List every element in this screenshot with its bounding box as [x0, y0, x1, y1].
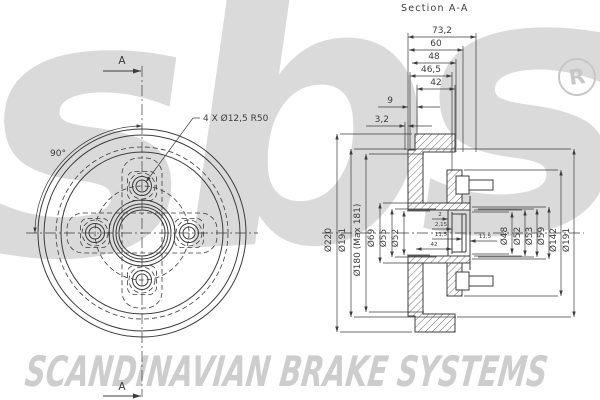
- dim-3-2: 3,2: [375, 115, 389, 125]
- dia-142: Ø142: [548, 228, 559, 252]
- section-marker-top-label: A: [118, 55, 126, 67]
- dia-191-left: Ø191: [337, 228, 348, 252]
- dim-2-15: 2,15: [435, 222, 448, 228]
- holes-note-label: 4 X Ø12,5 R50: [203, 113, 269, 124]
- dia-48: Ø48: [499, 226, 510, 245]
- dia-52-right: Ø52: [512, 227, 523, 246]
- offset-dimensions: 9 3,2: [366, 96, 440, 128]
- stud-hole-right: [174, 218, 204, 248]
- section-marker-top: A: [103, 55, 141, 74]
- hub-cruciform: [66, 157, 218, 309]
- stud-hole-bottom: [127, 265, 157, 295]
- dim-73-2: 73,2: [432, 26, 452, 36]
- front-view: 90° 4 X Ø12,5 R50 A A: [26, 55, 269, 399]
- center-bore: [108, 199, 176, 267]
- dim-46-5: 46,5: [421, 65, 441, 75]
- holes-note: 4 X Ø12,5 R50: [145, 113, 269, 183]
- left-diameter-dimensions: Ø220 Ø191 Ø180 (Max 181) Ø69 Ø55 Ø52: [323, 134, 406, 332]
- dia-191-right: Ø191: [561, 228, 572, 252]
- extension-lines: [340, 33, 571, 333]
- right-diameter-dimensions: Ø48 Ø52 Ø53 Ø59 Ø142 Ø191: [499, 149, 576, 317]
- dim-48: 48: [428, 52, 440, 62]
- dim-11-5-left: 11,5: [435, 232, 448, 238]
- dim-42-hub: 42: [431, 242, 438, 248]
- wheel-studs: [455, 175, 494, 291]
- section-marker-bottom-label: A: [118, 381, 126, 393]
- angle-label: 90°: [50, 149, 66, 159]
- width-dimensions: 73,2 60 48 46,5 42: [408, 26, 476, 91]
- section-title: Section A-A: [401, 3, 469, 14]
- dia-53: Ø53: [524, 227, 535, 246]
- section-view: Section A-A: [322, 3, 584, 333]
- dia-69: Ø69: [366, 228, 377, 247]
- dim-9: 9: [387, 96, 393, 106]
- hub-depth-dimensions: 2 2,15 11,5 42 11,5: [416, 212, 497, 251]
- dim-11-5-right: 11,5: [479, 234, 492, 240]
- dim-42: 42: [430, 78, 441, 88]
- dia-55: Ø55: [378, 229, 389, 248]
- angle-annotation: 90°: [33, 124, 143, 234]
- dia-180-max: Ø180 (Max 181): [352, 204, 363, 277]
- dim-60: 60: [430, 39, 442, 49]
- dia-59: Ø59: [536, 226, 547, 245]
- dia-220: Ø220: [323, 228, 334, 253]
- dia-52-left: Ø52: [390, 229, 401, 248]
- drum-circles: [37, 128, 247, 338]
- section-marker-bottom: A: [103, 381, 141, 399]
- dim-2: 2: [438, 212, 442, 218]
